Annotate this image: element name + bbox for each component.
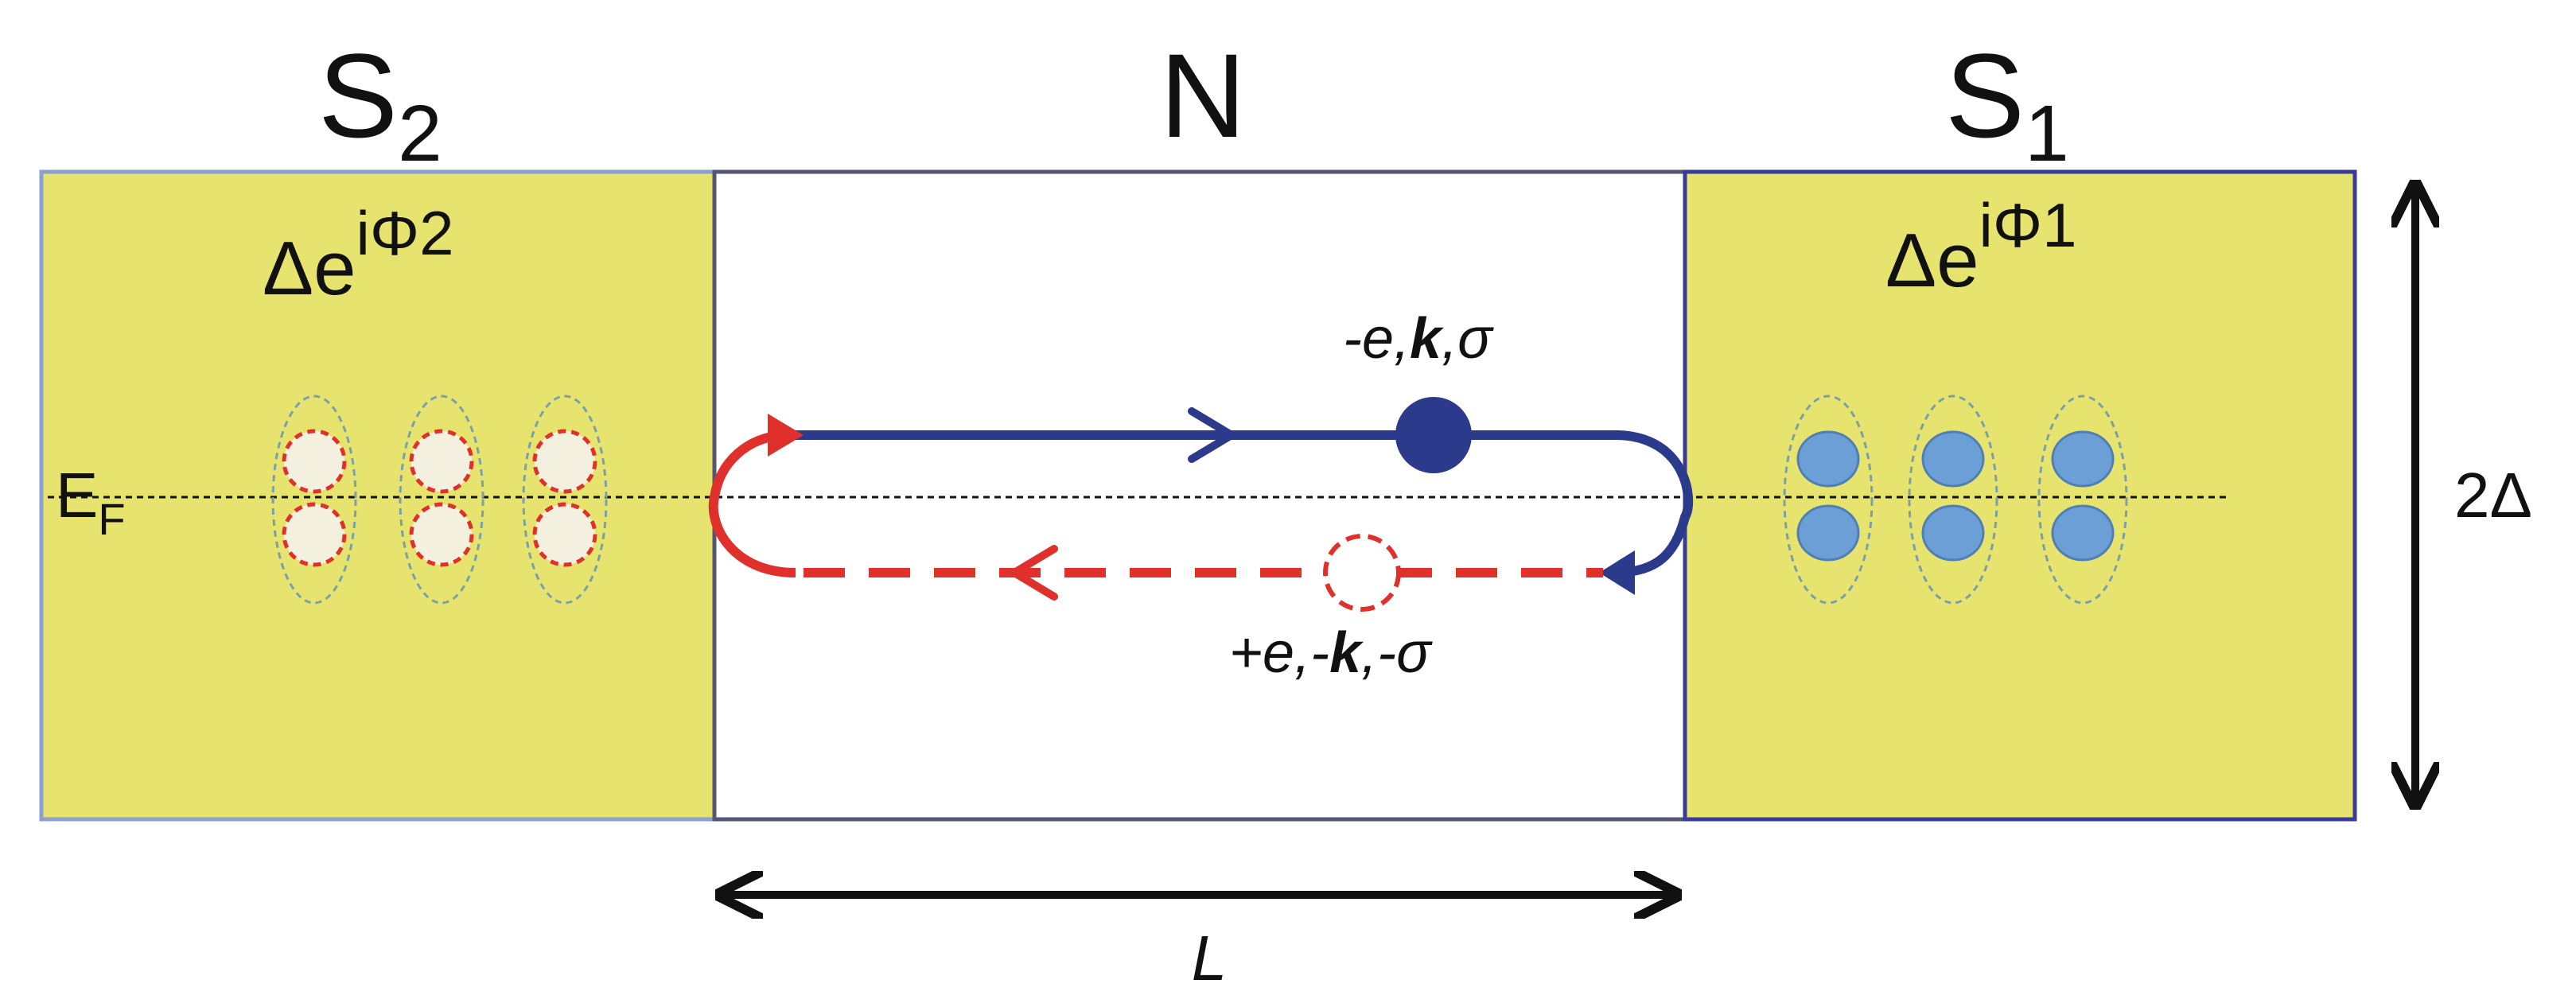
electron-particle (1796, 430, 1860, 488)
electron-particle (1921, 504, 1985, 562)
n-title: N (1160, 29, 1246, 162)
hole-cooper-pairs (271, 395, 608, 605)
fermi-level-label: EF (56, 460, 126, 544)
hole-particle (409, 429, 474, 494)
electron-label: -e,k,σ (1343, 307, 1494, 371)
cooper-pair-outline (399, 395, 484, 605)
left-reflection-arrowhead (768, 414, 804, 457)
electron-particle (1796, 504, 1860, 562)
electron-particle (2051, 430, 2115, 488)
cooper-pair-outline (2037, 395, 2128, 605)
n-region (712, 169, 1687, 822)
hole-particle (532, 429, 597, 494)
hole-particle (282, 502, 347, 567)
hole-particle (532, 502, 597, 567)
s1-order-parameter: ΔeiΦ1 (1885, 190, 2076, 303)
cooper-pair-outline (522, 395, 608, 605)
cooper-pair-outline (271, 395, 357, 605)
hole-particle (282, 429, 347, 494)
hole-particle-marker (1323, 534, 1401, 612)
gap-label: 2Δ (2454, 460, 2532, 531)
s1-title: S1 (1945, 29, 2069, 178)
hole-label: +e,-k,-σ (1229, 621, 1433, 685)
s2-order-parameter: ΔeiΦ2 (263, 198, 453, 311)
electron-particle (2051, 504, 2115, 562)
electron-direction-chevron (1188, 407, 1235, 463)
length-label: L (1192, 923, 1228, 993)
electron-cooper-pairs (1783, 395, 2128, 605)
s1-region (1683, 169, 2357, 822)
right-reflection-curve (1614, 430, 1694, 577)
hole-particle (409, 502, 474, 567)
hole-direction-chevron (1010, 545, 1058, 601)
hole-trajectory (708, 414, 1603, 612)
cooper-pair-outline (1908, 395, 1998, 605)
electron-trajectory (792, 397, 1694, 595)
cooper-pair-outline (1783, 395, 1874, 605)
left-reflection-curve (708, 430, 796, 577)
electron-particle (1921, 430, 1985, 488)
s2-region (39, 169, 717, 822)
electron-particle-marker (1395, 397, 1472, 473)
s2-title: S2 (318, 29, 442, 178)
right-reflection-arrowhead (1599, 550, 1635, 595)
